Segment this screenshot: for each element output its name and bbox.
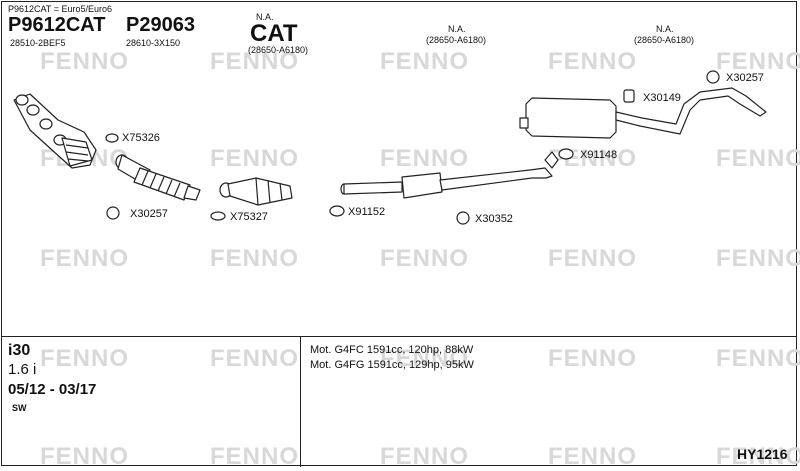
watermark-text: FENNO	[210, 443, 299, 470]
watermark-text: FENNO	[40, 345, 129, 372]
label-x91152: X91152	[348, 206, 386, 218]
watermark-text: FENNO	[210, 245, 299, 272]
watermark-text: FENNO	[716, 245, 800, 272]
vehicle-years: 05/12 - 03/17	[8, 381, 97, 398]
middle-silencer	[340, 151, 559, 199]
cat-label: CAT	[250, 20, 298, 47]
vehicle-engine: 1.6 i	[8, 361, 37, 378]
vehicle-body: SW	[12, 403, 27, 413]
euro-note: P9612CAT = Euro5/Euro6	[8, 4, 112, 14]
exhaust-manifold	[13, 93, 97, 169]
catalytic-converter	[219, 177, 293, 206]
label-x30149: X30149	[643, 92, 681, 104]
label-x91148: X91148	[580, 149, 618, 161]
part-ref-p29063: 28610-3X150	[126, 38, 181, 48]
watermark-text: FENNO	[380, 245, 469, 272]
cat-ref: (28650-A6180)	[248, 45, 309, 55]
watermark-text: FENNO	[548, 245, 637, 272]
fittings	[105, 70, 720, 225]
watermark-text: FENNO	[380, 145, 469, 172]
watermark-text: FENNO	[716, 443, 800, 470]
part5-na: N.A.	[656, 24, 674, 34]
label-x30257-b: X30257	[726, 72, 764, 84]
watermark-text: FENNO	[40, 245, 129, 272]
part4-na: N.A.	[448, 24, 466, 34]
vehicle-model: i30	[8, 342, 31, 359]
label-x75326: X75326	[122, 132, 160, 144]
rear-silencer	[519, 87, 767, 139]
diagram-code: HY1216	[737, 446, 788, 462]
watermark-text: FENNO	[716, 145, 800, 172]
label-x30257-a: X30257	[130, 208, 168, 220]
watermark-text: FENNO	[548, 443, 637, 470]
cat-na: N.A.	[256, 12, 274, 22]
label-x30352: X30352	[475, 213, 513, 225]
watermark-text: FENNO	[548, 48, 637, 75]
motor-line-1: Mot. G4FC 1591cc, 120hp, 88kW	[310, 344, 474, 356]
watermark-text: FENNO	[548, 345, 637, 372]
divider-vertical	[300, 336, 301, 467]
motor-line-2: Mot. G4FG 1591cc, 129hp, 95kW	[310, 359, 474, 371]
part-number-p9612cat: P9612CAT	[8, 14, 106, 36]
label-x75327: X75327	[230, 211, 268, 223]
watermark-text: FENNO	[210, 345, 299, 372]
watermark-text: FENNO	[380, 48, 469, 75]
watermark-text: FENNO	[210, 145, 299, 172]
watermark-text: FENNO	[716, 48, 800, 75]
front-pipe	[115, 154, 201, 201]
watermark-text: FENNO	[716, 345, 800, 372]
part-ref-p9612cat: 28510-2BEF5	[10, 38, 66, 48]
part-number-p29063: P29063	[126, 14, 195, 36]
watermark-text: FENNO	[210, 48, 299, 75]
watermark-text: FENNO	[380, 443, 469, 470]
watermark-text: FENNO	[40, 443, 129, 470]
part5-ref: (28650-A6180)	[634, 35, 695, 45]
watermark-text: FENNO	[380, 345, 469, 372]
part4-ref: (28650-A6180)	[426, 35, 487, 45]
watermark-text: FENNO	[40, 48, 129, 75]
divider-horizontal	[1, 336, 797, 337]
